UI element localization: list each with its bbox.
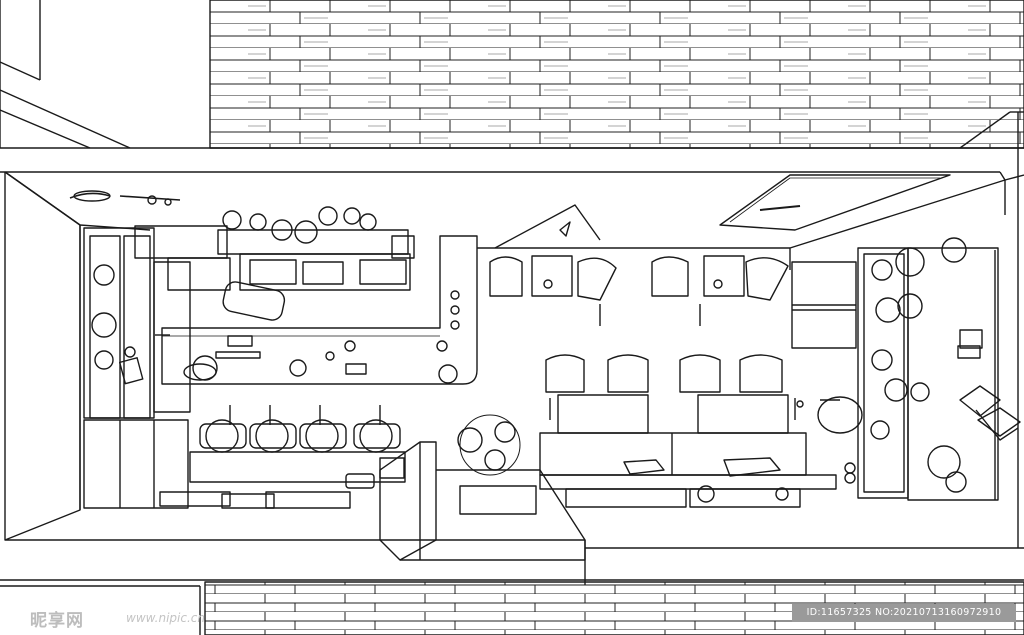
right-window	[791, 261, 857, 349]
floor-mat-3	[265, 491, 351, 509]
ceiling-light-strip	[719, 174, 951, 231]
bar-counter	[161, 235, 478, 385]
window-tables	[489, 255, 789, 326]
top-brick-wall	[209, 0, 1024, 149]
watermark-site: www.nipic.cn	[126, 611, 205, 625]
entrance-pillar	[379, 441, 437, 561]
left-wall-diagonal	[4, 171, 151, 510]
front-ledge	[189, 451, 406, 483]
wall-mirror	[817, 396, 863, 434]
watermark-brand: 昵享网	[30, 611, 84, 631]
floor-mat-2	[221, 493, 275, 509]
right-display-shelf	[857, 237, 1021, 501]
side-cabinet	[153, 261, 191, 413]
left-display-cabinet	[83, 227, 189, 509]
plant-arrangement	[459, 414, 521, 476]
floor-mat-1	[159, 491, 231, 507]
right-wall	[789, 171, 1024, 270]
espresso-machine	[222, 281, 286, 321]
entrance-sign	[69, 192, 181, 201]
skylight-frame	[494, 204, 601, 249]
middle-chairs	[545, 354, 796, 420]
back-counter	[134, 206, 415, 291]
booth-seating	[539, 394, 837, 508]
watermark-id-box: ID:11657325 NO:20210713160972910	[792, 604, 1016, 622]
bar-stools	[199, 405, 401, 453]
doormat	[459, 485, 537, 515]
exterior-left-structure	[0, 0, 1024, 173]
